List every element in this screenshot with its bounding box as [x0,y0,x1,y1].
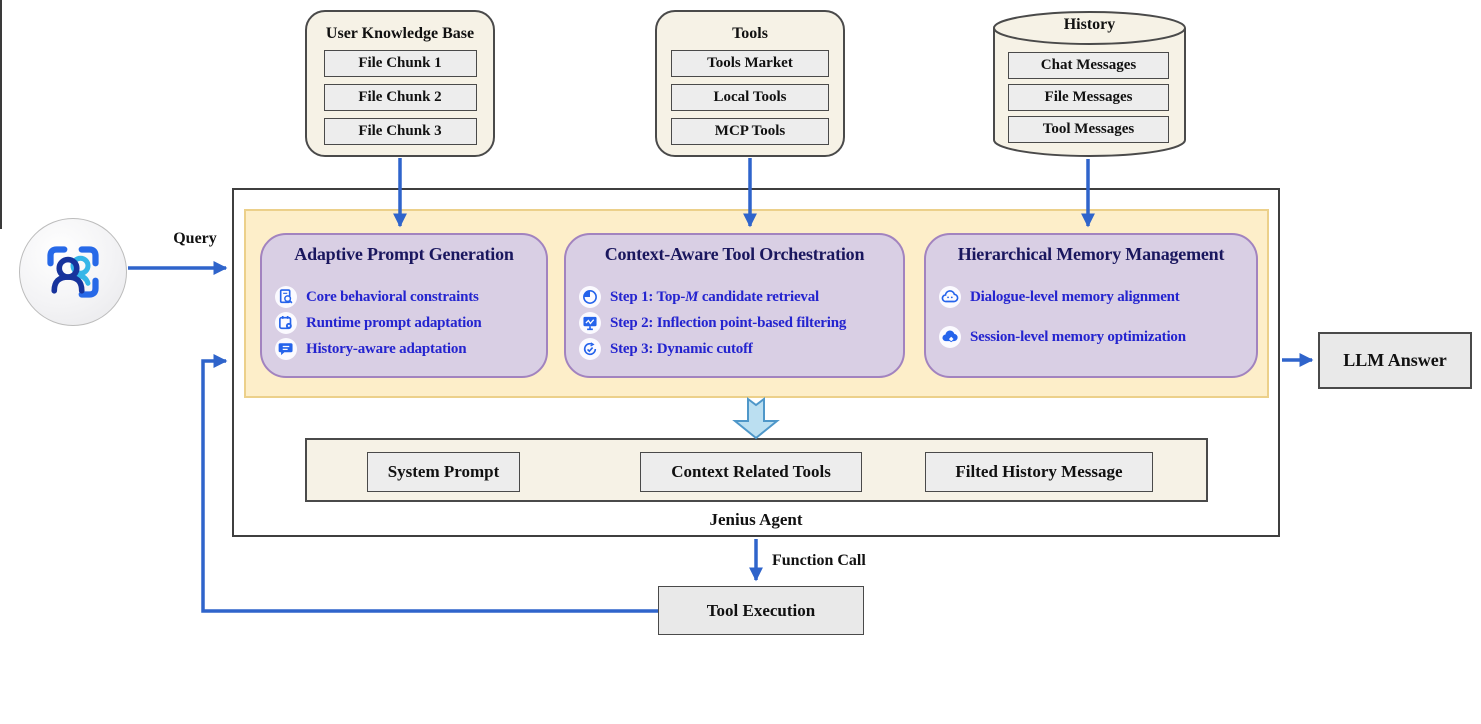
knowledge-base-items: File Chunk 1 File Chunk 2 File Chunk 3 [323,50,477,145]
module-item: Runtime prompt adaptation [275,310,546,336]
module-title: Hierarchical Memory Management [957,244,1225,264]
tool-execution-node: Tool Execution [658,586,864,635]
module-item: Core behavioral constraints [275,284,546,310]
file-chunk-2: File Chunk 2 [323,84,477,111]
module-item-label: Step 1: Top-M candidate retrieval [610,288,819,305]
jenius-agent-label: Jenius Agent [709,510,803,529]
local-tools: Local Tools [671,84,829,111]
module-hierarchical-memory-management: Hierarchical Memory Management Dialogue-… [924,233,1258,378]
module-item: Session-level memory optimization [939,324,1256,350]
module-item-label: Step 3: Dynamic cutoff [610,340,753,357]
function-call-label: Function Call [772,552,866,569]
tools-box: Tools Tools Market Local Tools MCP Tools [655,10,845,157]
module-item: Dialogue-level memory alignment [939,284,1256,310]
mcp-tools: MCP Tools [671,118,829,145]
pie-chart-icon [579,286,601,308]
filted-history-message-box: Filted History Message [925,452,1153,492]
module-item-label: Runtime prompt adaptation [306,314,482,331]
user-avatar [19,218,127,326]
history-cylinder: History Chat Messages File Messages Tool… [992,8,1187,160]
module-item: Step 3: Dynamic cutoff [579,336,903,362]
module-item-label: Dialogue-level memory alignment [970,288,1180,305]
tool-messages: Tool Messages [1008,116,1169,143]
module-title: Adaptive Prompt Generation [294,244,514,264]
query-label: Query [173,230,217,247]
file-messages: File Messages [1008,84,1169,111]
module-item-label: History-aware adaptation [306,340,467,357]
module-item-label: Session-level memory optimization [970,328,1186,345]
file-chunk-3: File Chunk 3 [323,118,477,145]
module-item: Step 2: Inflection point-based filtering [579,310,903,336]
module-item-label: Core behavioral constraints [306,288,479,305]
module-item: History-aware adaptation [275,336,546,362]
chat-messages: Chat Messages [1008,52,1169,79]
cloud-optimize-icon [939,326,961,348]
system-prompt-box: System Prompt [367,452,520,492]
tools-title: Tools [732,25,768,42]
tools-items: Tools Market Local Tools MCP Tools [671,50,829,145]
user-scan-icon [47,246,99,298]
italic-m: M [685,288,699,305]
module-title: Context-Aware Tool Orchestration [604,244,865,264]
prompt-settings-icon [275,312,297,334]
file-chunk-1: File Chunk 1 [323,50,477,77]
tools-market: Tools Market [671,50,829,77]
cloud-dialogue-icon [939,286,961,308]
knowledge-base-box: User Knowledge Base File Chunk 1 File Ch… [305,10,495,157]
chat-history-icon [275,338,297,360]
refresh-check-icon [579,338,601,360]
left-edge-line [0,0,2,229]
module-context-aware-tool-orchestration: Context-Aware Tool Orchestration Step 1:… [564,233,905,378]
llm-answer-node: LLM Answer [1318,332,1472,389]
document-search-icon [275,286,297,308]
module-adaptive-prompt-generation: Adaptive Prompt Generation Core behavior… [260,233,548,378]
module-item: Step 1: Top-M candidate retrieval [579,284,903,310]
context-output-band: System Prompt Context Related Tools Filt… [305,438,1208,502]
module-item-label: Step 2: Inflection point-based filtering [610,314,847,331]
history-title: History [1063,16,1116,33]
knowledge-base-title: User Knowledge Base [325,25,475,42]
context-related-tools-box: Context Related Tools [640,452,862,492]
monitor-chart-icon [579,312,601,334]
